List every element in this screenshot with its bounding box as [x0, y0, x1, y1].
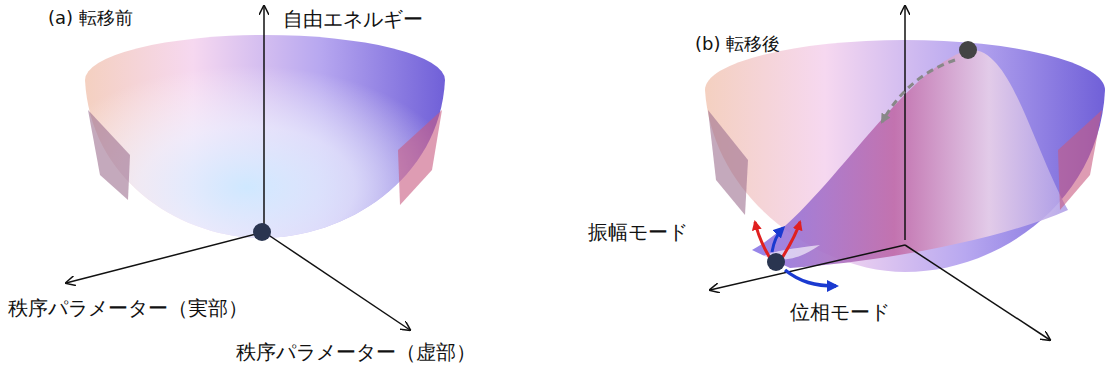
mode-label: 振幅モード: [588, 220, 688, 244]
axes-a: [66, 6, 410, 330]
fall-arrow: [882, 60, 955, 122]
state-ball: [253, 223, 271, 241]
axis-label: 秩序パラメーター（虚部）: [236, 340, 476, 364]
unstable-ball: [959, 41, 977, 59]
axis-label: 秩序パラメーター（実部）: [8, 296, 248, 320]
amplitude-arrow: [755, 222, 770, 258]
phase-arrow: [785, 270, 836, 286]
axes-b: [710, 6, 1050, 340]
panel-label: (b) 転移後: [695, 33, 780, 55]
axis-label: 自由エネルギー: [283, 7, 423, 31]
amplitude-arrow: [782, 222, 800, 258]
panel-label: (a) 転移前: [48, 7, 133, 29]
phase-arrow: [772, 228, 783, 252]
bowl-a: [85, 35, 445, 238]
mode-label: 位相モード: [790, 300, 890, 324]
state-ball: [767, 253, 785, 271]
